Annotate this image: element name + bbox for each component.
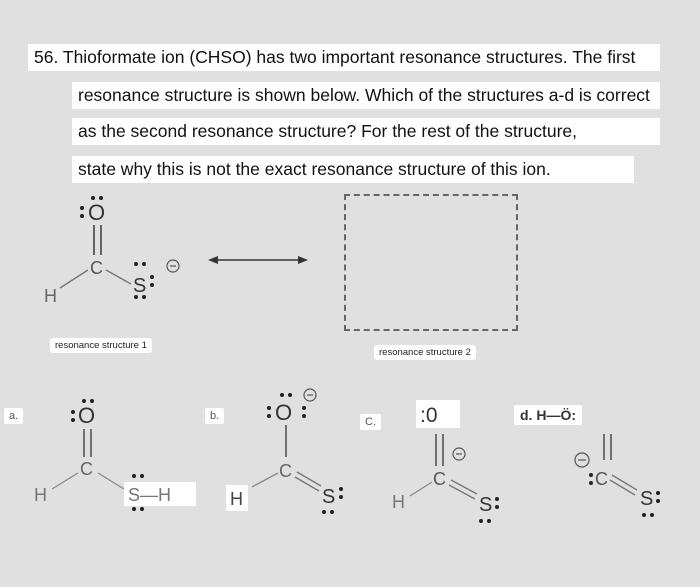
- atom-S: S: [133, 275, 146, 297]
- atom-H: H: [34, 485, 47, 505]
- atom-C: C: [279, 461, 292, 481]
- resonance-arrow-icon: [208, 256, 308, 264]
- option-c-structure: :0 C H S: [392, 400, 499, 523]
- atom-O: O: [275, 400, 292, 425]
- option-d-label: d. H—Ö:: [514, 405, 582, 425]
- question-line-1: 56. Thioformate ion (CHSO) has two impor…: [28, 44, 660, 71]
- atom-H: H: [44, 286, 57, 306]
- question-line-3: as the second resonance structure? For t…: [72, 118, 660, 145]
- atom-S: S: [640, 488, 653, 510]
- option-a-label: a.: [4, 408, 24, 424]
- negative-charge-icon: [452, 447, 466, 461]
- atom-C: C: [433, 469, 446, 489]
- atom-H: H: [230, 489, 243, 509]
- negative-charge-icon: [166, 259, 180, 273]
- atom-S: S: [479, 494, 492, 516]
- resonance-structure-2-box: [344, 194, 518, 331]
- resonance-structure-1: O C H S: [44, 196, 180, 306]
- rs2-label: resonance structure 2: [374, 345, 476, 360]
- atom-O-colon: :0: [420, 404, 438, 427]
- atom-SH: S—H: [128, 485, 171, 505]
- option-a-structure: O C H S—H: [34, 399, 196, 511]
- option-d-structure: C S: [574, 434, 660, 517]
- negative-charge-icon: [574, 452, 590, 468]
- question-line-2: resonance structure is shown below. Whic…: [72, 82, 660, 109]
- option-b-label: b.: [205, 408, 225, 424]
- negative-charge-icon: [303, 388, 317, 402]
- atom-C: C: [595, 469, 608, 489]
- atom-S: S: [322, 486, 335, 508]
- atom-O: O: [88, 200, 105, 225]
- option-c-label: C.: [360, 414, 381, 430]
- atom-O: O: [78, 403, 95, 428]
- question-line-4: state why this is not the exact resonanc…: [72, 156, 634, 183]
- option-b-structure: O C H S: [226, 388, 343, 514]
- atom-C: C: [80, 459, 93, 479]
- rs1-label: resonance structure 1: [50, 338, 152, 353]
- atom-H: H: [392, 492, 405, 512]
- atom-C: C: [90, 258, 103, 278]
